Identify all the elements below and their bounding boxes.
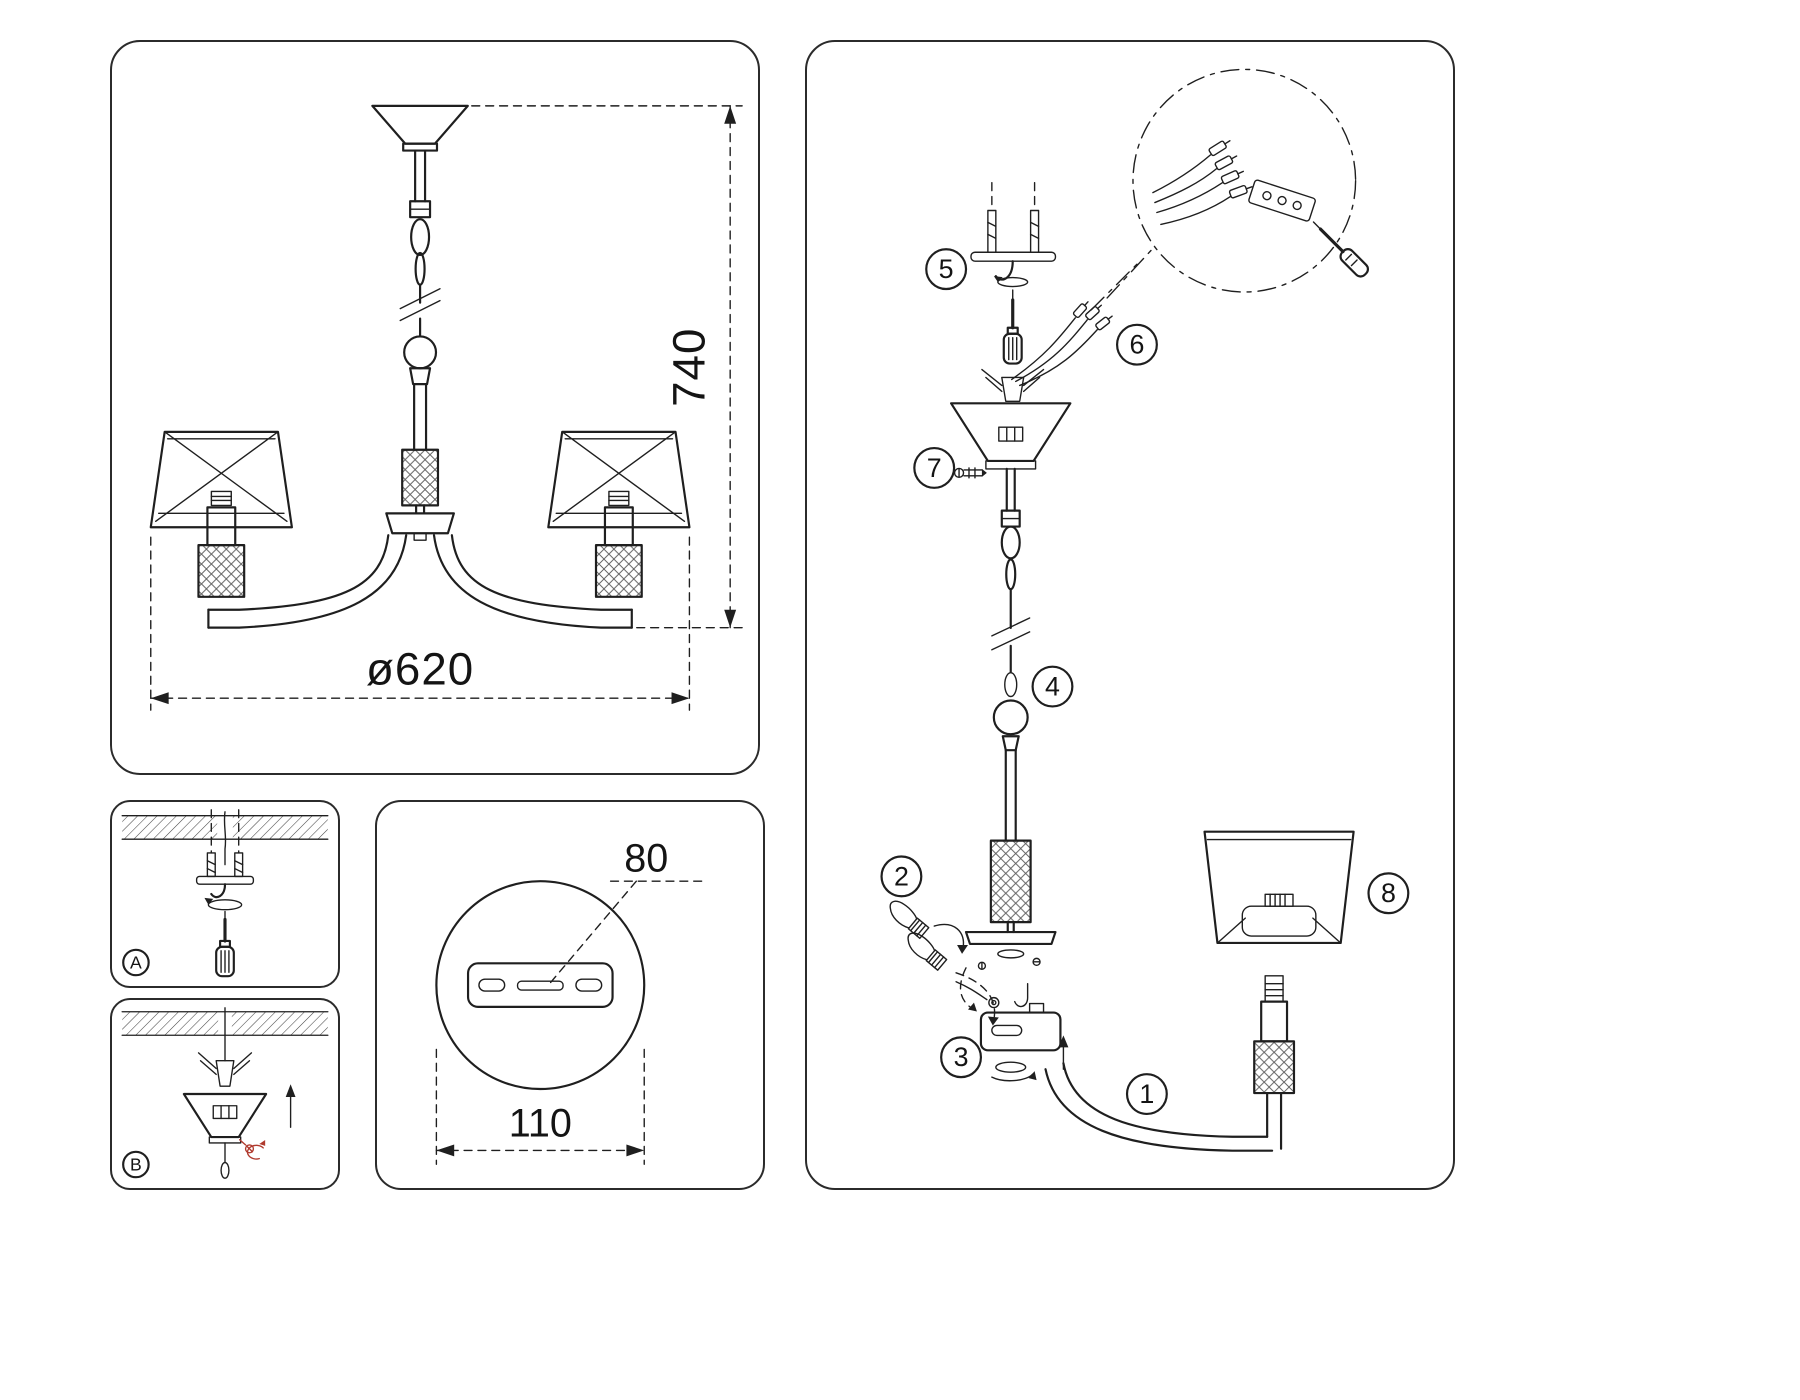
step-marker-2: 2 (880, 855, 923, 898)
right-crystal-band (594, 544, 643, 598)
dimension-plate-width: 110 (435, 1048, 645, 1165)
ceiling-canopy (371, 104, 469, 152)
mounting-plate (466, 962, 614, 1008)
pendant-stem (220, 1142, 230, 1179)
ceiling-hook-assembly (970, 181, 1057, 365)
step-8-number: 8 (1381, 878, 1396, 908)
step-7-number: 7 (927, 453, 942, 483)
step-marker-1: 1 (1125, 1073, 1168, 1116)
panel-bracket-detail: 80 110 (375, 800, 765, 1190)
crimp-connector (1072, 301, 1089, 319)
locking-screw-red (237, 1137, 266, 1160)
canopy (950, 402, 1072, 470)
center-column (409, 367, 432, 451)
hanger-ring-column (964, 699, 1057, 946)
rod-break-symbol (399, 288, 441, 338)
crimp-connector (1208, 140, 1231, 157)
canopy-screw (953, 467, 987, 479)
bulb (907, 932, 948, 971)
overview-drawing: ø620 740 (149, 104, 743, 711)
arm (1044, 1062, 1274, 1152)
bulb (889, 900, 930, 940)
dimension-hole-spacing: 80 (548, 836, 705, 985)
step-1-number: 1 (1139, 1079, 1154, 1109)
crimp-connector (1095, 315, 1113, 331)
center-crystal-band (401, 448, 440, 507)
screwdriver-icon (215, 910, 235, 978)
left-candle-sleeve (206, 490, 237, 547)
lift-arrow (285, 1084, 296, 1128)
panel-step-b: B (110, 998, 340, 1190)
crimp-connector (1220, 170, 1245, 185)
step-b-label: B (130, 1154, 142, 1174)
dimension-height: 740 (471, 105, 743, 629)
panel-step-a: A (110, 800, 340, 988)
anchor-bolts (195, 809, 255, 885)
canopy (182, 1092, 268, 1144)
right-candle-sleeve (603, 490, 634, 547)
ceiling-wire (223, 811, 227, 866)
stem-chain (991, 467, 1031, 698)
step-2-number: 2 (894, 861, 909, 891)
step-marker-6: 6 (1115, 323, 1158, 366)
step-marker-8: 8 (1367, 872, 1410, 915)
hub (385, 504, 455, 541)
screwdriver-icon (1002, 289, 1023, 365)
step-3-number: 3 (954, 1042, 969, 1072)
chain (410, 218, 431, 304)
left-lampshade (149, 430, 293, 529)
step-a-label: A (130, 952, 142, 972)
right-lampshade (547, 430, 691, 529)
ceiling-hook (204, 883, 243, 911)
crimp-connector (1085, 304, 1102, 321)
panel-assembly-steps: 5 6 (805, 40, 1455, 1190)
screwdriver-icon (1312, 221, 1370, 278)
crimp-connector (1214, 155, 1238, 171)
panel-overview-dimensions: ø620 740 (110, 40, 760, 775)
step-5-number: 5 (939, 254, 954, 284)
step-6-number: 6 (1129, 330, 1144, 360)
supply-wires (981, 301, 1113, 403)
wire-connection-zoom (1090, 68, 1370, 311)
assembly-drawing: 5 6 (880, 68, 1410, 1152)
diameter-value: ø620 (366, 643, 474, 694)
step-b-drawing: B (121, 1007, 329, 1179)
arm-candle (1253, 975, 1296, 1150)
detail-circle (435, 880, 646, 1091)
step-marker-b: B (122, 1150, 150, 1179)
terminal-block (1248, 179, 1316, 222)
bracket-detail-drawing: 80 110 (435, 836, 705, 1165)
lampshade (1203, 830, 1355, 945)
step-a-drawing: A (121, 809, 329, 978)
left-arm (207, 534, 408, 629)
step-marker-7: 7 (913, 446, 956, 489)
spring-bracket (197, 1052, 253, 1087)
left-crystal-band (197, 544, 246, 598)
step-marker-3: 3 (940, 1036, 983, 1079)
hanger-ring (403, 335, 438, 370)
bulbs (889, 900, 999, 1026)
hole-spacing-value: 80 (624, 836, 668, 880)
step-marker-a: A (122, 948, 150, 977)
plate-width-value: 110 (509, 1102, 572, 1146)
step-marker-4: 4 (1031, 665, 1074, 708)
dimension-diameter: ø620 (150, 536, 691, 711)
upper-stem (409, 149, 432, 219)
right-arm (432, 534, 633, 629)
crimp-connector (1228, 184, 1253, 199)
step-marker-5: 5 (925, 248, 968, 291)
hub-hardware (955, 949, 1069, 1082)
height-value: 740 (663, 328, 714, 407)
step-4-number: 4 (1045, 672, 1060, 702)
